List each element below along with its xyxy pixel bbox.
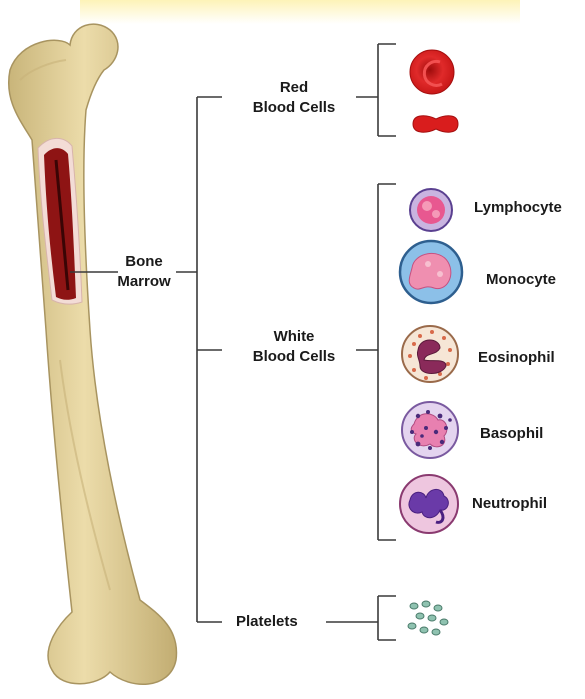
red-blood-cell-side-icon bbox=[413, 116, 458, 132]
white-blood-cells-label: White Blood Cells bbox=[232, 327, 356, 367]
monocyte-icon bbox=[400, 241, 462, 303]
red-blood-cells-label-line1: Red bbox=[232, 78, 356, 98]
lymphocyte-icon bbox=[410, 189, 452, 231]
lymphocyte-label: Lymphocyte bbox=[474, 198, 562, 218]
platelets-icon bbox=[408, 601, 448, 635]
basophil-label: Basophil bbox=[480, 424, 543, 444]
white-blood-cells-label-line2: Blood Cells bbox=[232, 347, 356, 367]
neutrophil-label: Neutrophil bbox=[472, 494, 547, 514]
monocyte-label: Monocyte bbox=[486, 270, 556, 290]
neutrophil-icon bbox=[400, 475, 458, 533]
basophil-icon bbox=[402, 402, 458, 458]
femur-bone bbox=[9, 24, 177, 684]
platelets-label: Platelets bbox=[236, 612, 298, 632]
eosinophil-label: Eosinophil bbox=[478, 348, 555, 368]
red-blood-cell-front-icon bbox=[410, 50, 454, 94]
red-blood-cells-label-line2: Blood Cells bbox=[232, 98, 356, 118]
eosinophil-icon bbox=[402, 326, 458, 382]
bone-marrow-label: Bone Marrow bbox=[112, 252, 176, 292]
red-blood-cells-label: Red Blood Cells bbox=[232, 78, 356, 118]
bone-marrow-label-line2: Marrow bbox=[112, 272, 176, 292]
white-blood-cells-label-line1: White bbox=[232, 327, 356, 347]
bone-marrow-label-line1: Bone bbox=[112, 252, 176, 272]
